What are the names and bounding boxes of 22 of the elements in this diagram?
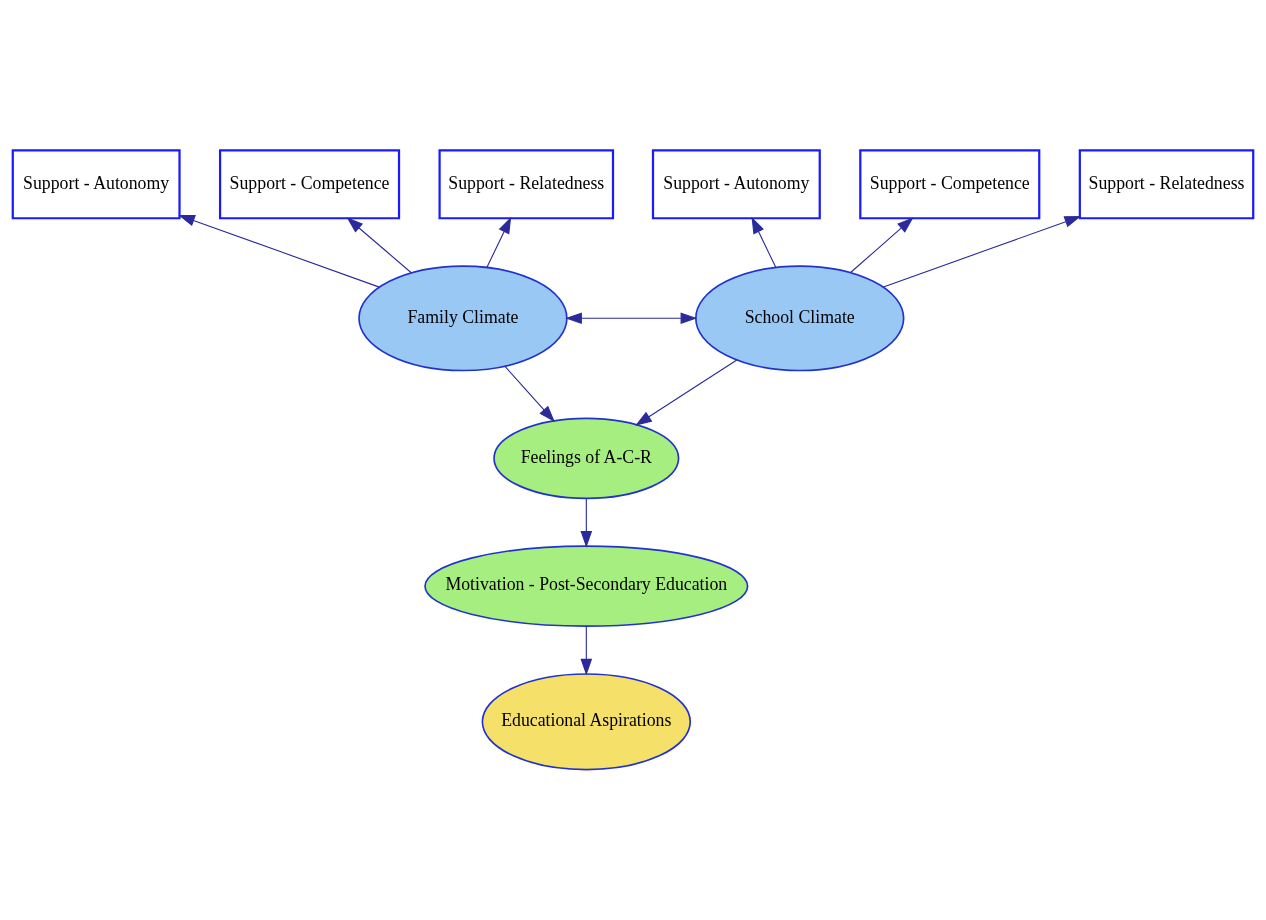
arrow bbox=[580, 497, 593, 548]
node-box: Support - Relatedness bbox=[438, 149, 615, 220]
arrow bbox=[565, 312, 698, 325]
node-box: Support - Autonomy bbox=[651, 149, 821, 220]
node-ellipse: Feelings of A-C-R bbox=[493, 417, 680, 500]
node-box: Support - Competence bbox=[218, 149, 401, 220]
node-ellipse: School Climate bbox=[694, 265, 905, 372]
arrow bbox=[850, 217, 914, 274]
node-box: Support - Autonomy bbox=[11, 149, 181, 220]
arrow bbox=[751, 216, 777, 268]
node-ellipse: Educational Aspirations bbox=[481, 673, 692, 771]
arrow bbox=[486, 216, 512, 268]
arrow bbox=[178, 214, 380, 288]
arrow bbox=[882, 216, 1082, 288]
arrow bbox=[580, 625, 593, 676]
node-ellipse: Motivation - Post-Secondary Education bbox=[424, 545, 749, 627]
arrow bbox=[346, 217, 412, 274]
arrow bbox=[504, 365, 555, 423]
node-box: Support - Competence bbox=[859, 149, 1041, 220]
node-box: Support - Relatedness bbox=[1078, 149, 1255, 220]
arrow bbox=[635, 359, 738, 426]
node-ellipse: Family Climate bbox=[358, 265, 568, 372]
